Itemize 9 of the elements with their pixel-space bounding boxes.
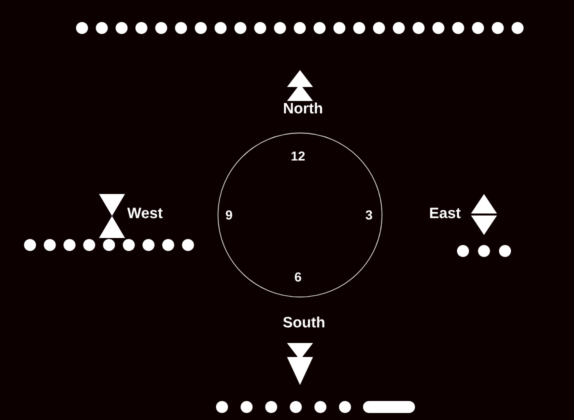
- direction-label: North: [284, 102, 322, 114]
- clock-numeral: 9: [226, 210, 232, 220]
- clock-face: [218, 132, 382, 298]
- direction-label: East: [430, 208, 461, 218]
- direction-label: South: [283, 316, 324, 328]
- clock-numeral: 3: [366, 210, 372, 220]
- clock-numeral: 6: [294, 272, 302, 282]
- direction-label: West: [127, 208, 163, 218]
- clock-numeral: 12: [292, 151, 305, 161]
